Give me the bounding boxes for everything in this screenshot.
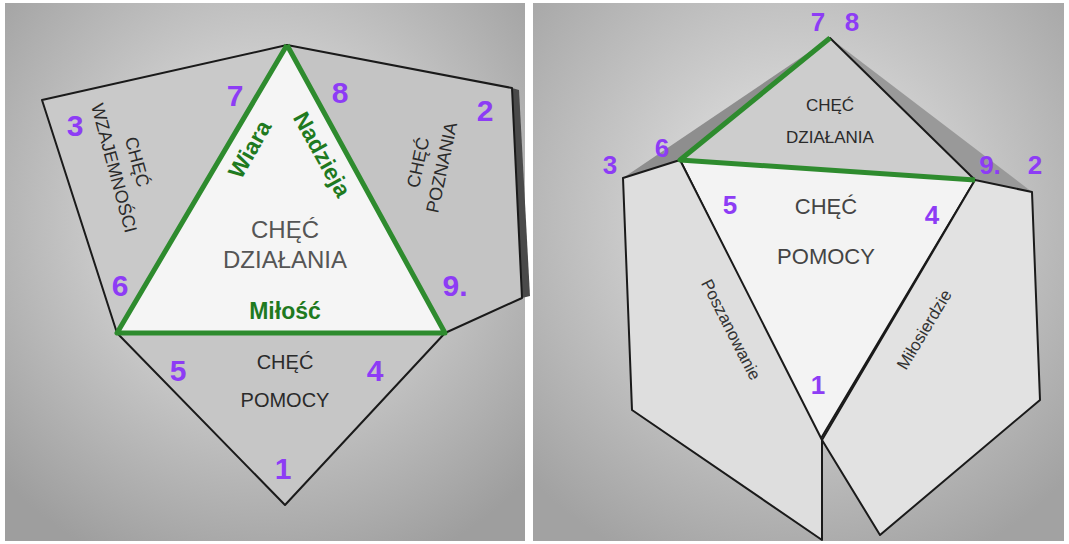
face-outline xyxy=(38,41,291,337)
edge-word-holder: Miłość xyxy=(249,299,321,324)
left-photo xyxy=(5,3,525,541)
vertex-number-holder: 5 xyxy=(170,354,187,387)
vertex-number: 3 xyxy=(603,151,617,180)
vertex-number-holder: 8 xyxy=(845,8,859,37)
vertex-number: 6 xyxy=(112,269,129,302)
face-text: CHĘĆ DZIAŁANIA xyxy=(223,215,347,275)
vertex-number-holder: 9. xyxy=(979,151,1001,180)
face-polygon xyxy=(822,180,1040,535)
vertex-number: 6 xyxy=(655,134,669,163)
face-text-group: CHĘĆ POMOCY xyxy=(241,343,330,419)
face-text: CHĘĆ POMOCY xyxy=(777,182,875,282)
vertex-number-holder: 7 xyxy=(227,79,244,112)
vertex-number: 5 xyxy=(170,354,187,387)
right-photo xyxy=(533,3,1064,541)
face-polygon xyxy=(680,38,975,180)
vertex-number: 4 xyxy=(925,201,939,230)
vertex-number-holder: 2 xyxy=(1028,151,1042,180)
vertex-number: 4 xyxy=(367,354,384,387)
vertex-number: 1 xyxy=(811,371,825,400)
face-text-group: CHĘĆ DZIAŁANIA xyxy=(223,215,347,275)
vertex-number-holder: 7 xyxy=(811,8,825,37)
vertex-number: 7 xyxy=(227,79,244,112)
octahedron-face: Miłosierdzie xyxy=(818,176,1044,539)
face-polygon xyxy=(117,333,445,505)
vertex-number: 1 xyxy=(275,452,292,485)
vertex-number: 8 xyxy=(332,76,349,109)
vertex-number: 7 xyxy=(811,8,825,37)
vertex-number-holder: 3 xyxy=(603,151,617,180)
green-edge-line xyxy=(117,45,445,333)
vertex-number: 8 xyxy=(845,8,859,37)
vertex-number-holder: 1 xyxy=(275,452,292,485)
face-polygon xyxy=(42,45,287,333)
face-outline xyxy=(818,176,1044,539)
face-text: CHĘĆ DZIAŁANIA xyxy=(786,90,874,154)
face-text-group: CHĘĆ POMOCY xyxy=(777,182,875,282)
vertex-number: 2 xyxy=(477,94,494,127)
vertex-number: 9. xyxy=(442,269,467,302)
vertex-number: 2 xyxy=(1028,151,1042,180)
face-text: CHĘĆ POMOCY xyxy=(241,343,330,419)
vertex-number-holder: 3 xyxy=(67,109,84,142)
green-edge-line xyxy=(680,38,975,180)
vertex-number-holder: 4 xyxy=(367,354,384,387)
vertex-number-holder: 5 xyxy=(723,191,737,220)
octahedron-face: CHĘĆ WZAJEMNOŚCI xyxy=(38,41,291,337)
octahedron-face: CHĘĆ POZNANIA xyxy=(283,41,526,337)
vertex-number-holder: 1 xyxy=(811,371,825,400)
vertex-number-holder: 8 xyxy=(332,76,349,109)
vertex-number-holder: 6 xyxy=(655,134,669,163)
vertex-number-holder: 6 xyxy=(112,269,129,302)
face-text-group: CHĘĆ DZIAŁANIA xyxy=(786,90,874,154)
face-polygon xyxy=(623,160,822,540)
edge-word: Miłość xyxy=(249,299,321,324)
face-polygon xyxy=(287,45,522,333)
vertex-number: 3 xyxy=(67,109,84,142)
vertex-number-holder: 2 xyxy=(477,94,494,127)
octahedron-face: CHĘĆ DZIAŁANIA xyxy=(676,34,979,184)
vertex-number-holder: 9. xyxy=(442,269,467,302)
vertex-number: 5 xyxy=(723,191,737,220)
vertex-number: 9. xyxy=(979,151,1001,180)
vertex-number-holder: 4 xyxy=(925,201,939,230)
